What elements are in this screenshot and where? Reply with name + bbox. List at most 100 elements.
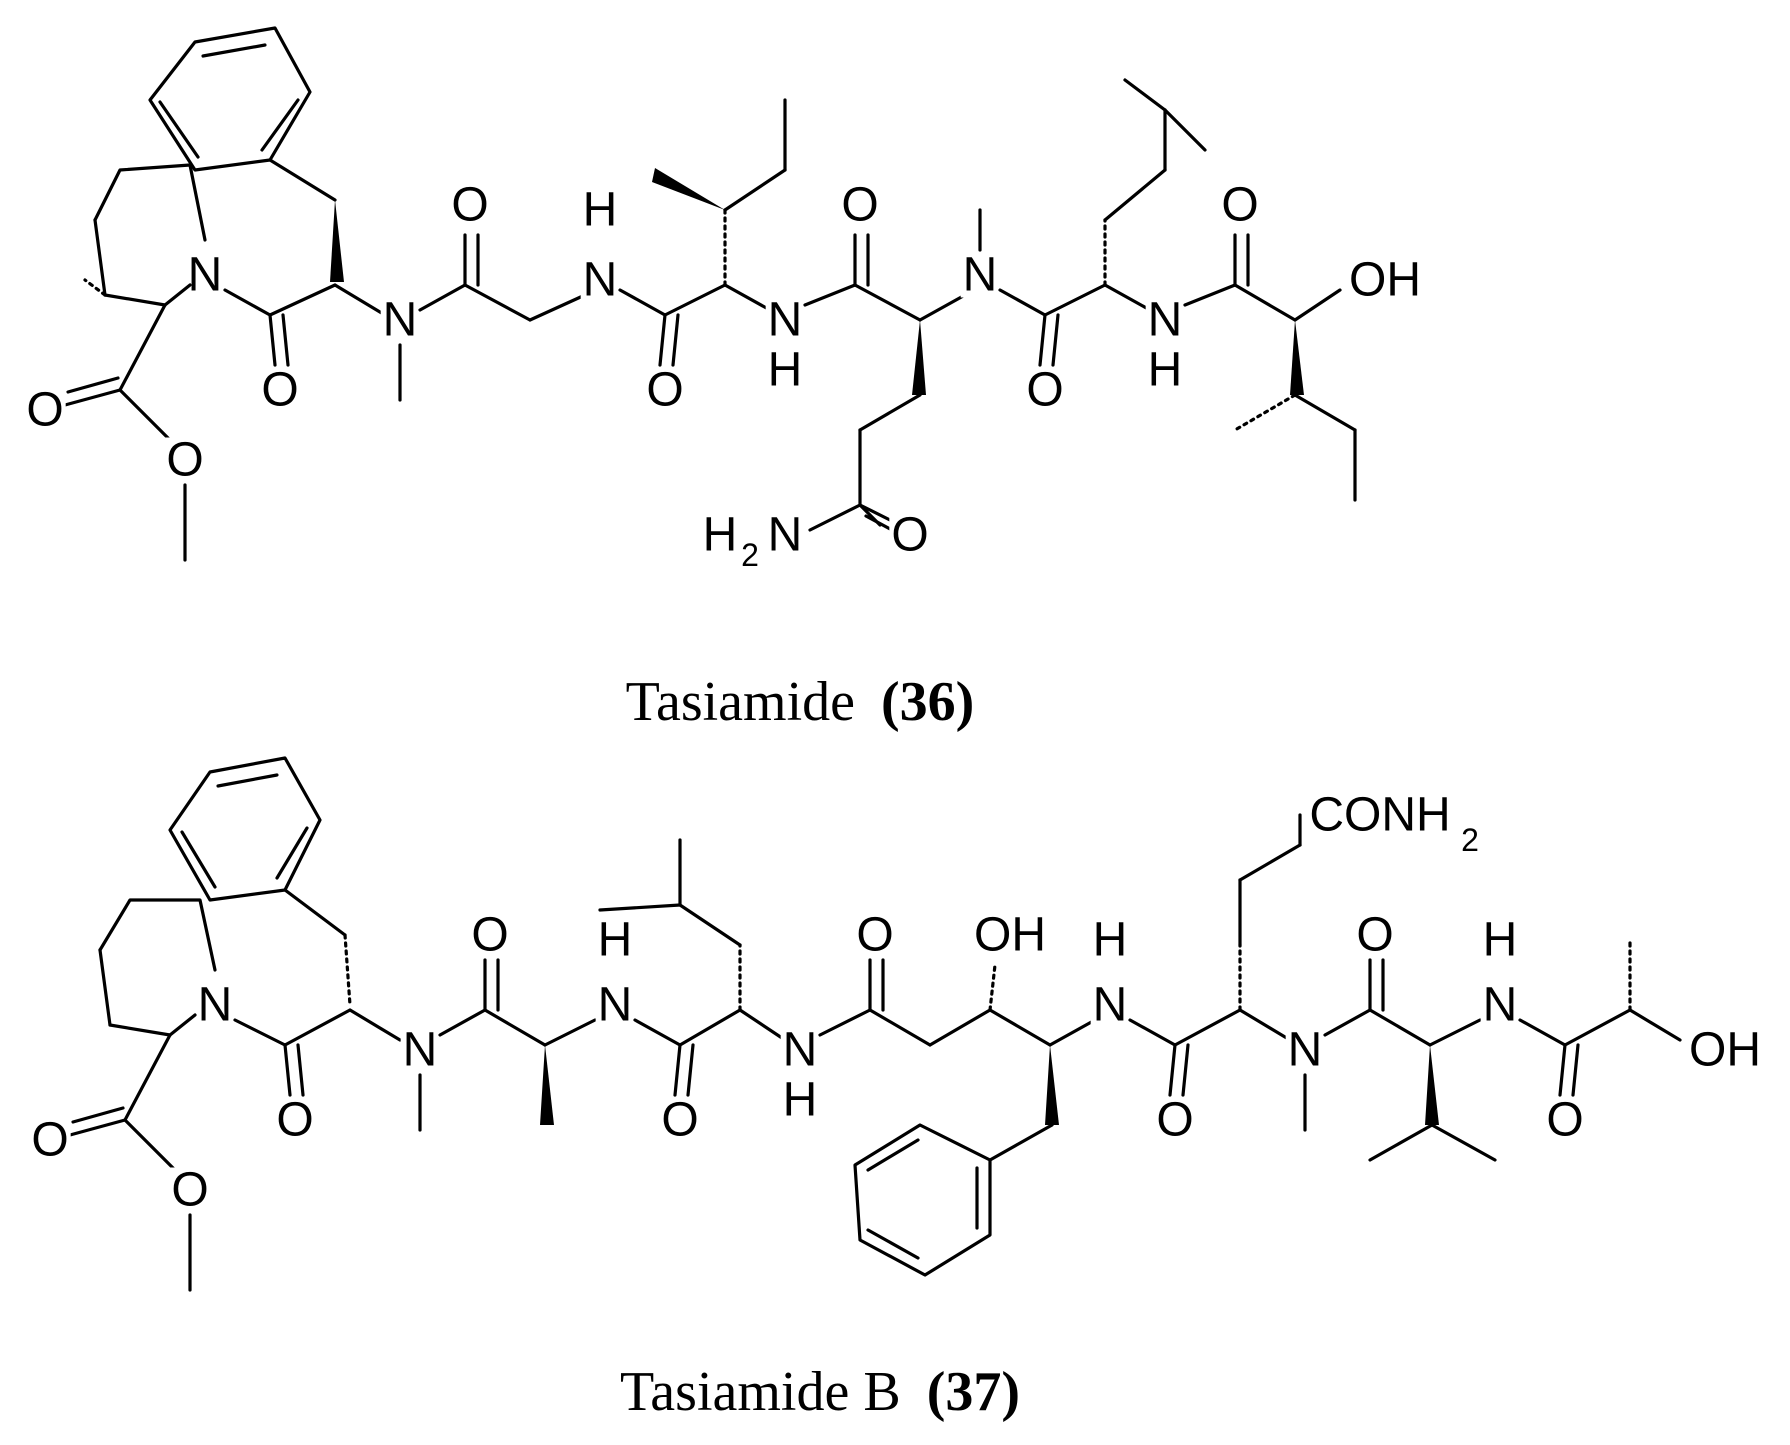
atom-knockout (644, 367, 686, 413)
atom-n: N (383, 294, 418, 347)
atom-knockout (1145, 347, 1185, 393)
structure-tasiamide: N O O O N O N H O (24, 26, 1423, 733)
atom-o: O (856, 909, 893, 962)
atom-knockout (972, 912, 1048, 958)
atom-n: N (403, 1024, 438, 1077)
atom-o: O (661, 1094, 698, 1147)
atom-knockout (595, 917, 635, 963)
atom-knockout (1354, 912, 1396, 958)
atom-knockout (1480, 982, 1520, 1028)
atom-knockout (259, 367, 301, 413)
atom-h: H (768, 344, 803, 397)
atom-knockout (1459, 826, 1481, 854)
atom-knockout (765, 347, 805, 393)
atom-h: H (783, 1074, 818, 1127)
atom-knockout (1090, 982, 1130, 1028)
atom-knockout (380, 297, 420, 343)
atom-o: O (1356, 909, 1393, 962)
atom-h: H (598, 914, 633, 967)
atom-o: O (646, 364, 683, 417)
hash-bond (988, 963, 997, 1012)
atom-knockout (1285, 1027, 1325, 1073)
atom-o: O (451, 179, 488, 232)
compound-number: (36) (881, 671, 974, 733)
subscript-2: 2 (741, 537, 759, 573)
atom-o: O (891, 509, 928, 562)
atom-knockout (854, 912, 896, 958)
proline-ring (98, 898, 217, 1037)
benzene-ring (853, 1123, 992, 1277)
atom-n: N (783, 1024, 818, 1077)
hash-bond (1233, 393, 1297, 432)
atom-knockout (274, 1097, 316, 1143)
atom-o: O (1156, 1094, 1193, 1147)
atom-knockout (1480, 917, 1520, 963)
atom-n: N (188, 249, 223, 302)
wedge-bond (1425, 1045, 1439, 1125)
atom-knockout (580, 257, 620, 303)
wedge-bond (540, 1045, 554, 1125)
atom-o: O (276, 1094, 313, 1147)
compound-name: Tasiamide (626, 671, 855, 733)
atom-knockout (469, 912, 511, 958)
atom-knockout (185, 252, 225, 298)
atom-o: O (1221, 179, 1258, 232)
atom-knockout (659, 1097, 701, 1143)
atom-o: O (26, 384, 63, 437)
hash-bond (343, 933, 352, 1007)
atom-knockout (1090, 917, 1130, 963)
atom-knockout (400, 1027, 440, 1073)
atom-knockout (780, 1077, 820, 1123)
atom-n: N (1148, 294, 1183, 347)
structure-tasiamide-b: N O O O N O N H O (29, 756, 1763, 1423)
atom-h: H (1148, 344, 1183, 397)
atom-conh: CONH (1309, 789, 1450, 842)
atom-knockout (164, 437, 206, 483)
atom-o: O (841, 179, 878, 232)
atom-knockout (24, 387, 66, 433)
atom-n: N (598, 979, 633, 1032)
wedge-bond (1045, 1045, 1059, 1125)
atom-knockout (595, 982, 635, 1028)
atom-h: H (1483, 914, 1518, 967)
atom-n: N (768, 509, 803, 562)
benzene-ring (148, 26, 312, 172)
atom-knockout (765, 297, 805, 343)
wedge-bond (330, 200, 344, 282)
atom-oh: OH (1689, 1024, 1761, 1077)
atom-knockout (1544, 1097, 1586, 1143)
wedge-bond (1290, 320, 1304, 395)
atom-n: N (1483, 979, 1518, 1032)
atom-n: N (583, 254, 618, 307)
atom-o: O (171, 1164, 208, 1217)
atom-knockout (700, 512, 740, 558)
atom-knockout (1024, 367, 1066, 413)
subscript-2: 2 (1461, 822, 1479, 858)
atom-h: H (703, 509, 738, 562)
atom-knockout (739, 541, 761, 569)
compound-number: (37) (927, 1361, 1020, 1423)
atom-n: N (1093, 979, 1128, 1032)
atom-knockout (169, 1167, 211, 1213)
atom-knockout (1307, 792, 1453, 838)
atom-knockout (29, 1117, 71, 1163)
atom-n: N (768, 294, 803, 347)
wedge-bond (652, 168, 725, 210)
compound-name: Tasiamide B (620, 1361, 901, 1423)
atom-knockout (1219, 182, 1261, 228)
hash-bond (83, 278, 107, 297)
atom-knockout (765, 512, 805, 558)
atom-knockout (889, 512, 931, 558)
benzene-ring (168, 756, 322, 902)
compound-label-37: Tasiamide B (37) (620, 1361, 1020, 1423)
atom-o: O (471, 909, 508, 962)
atom-o: O (1026, 364, 1063, 417)
atom-knockout (580, 187, 620, 233)
atom-o: O (1546, 1094, 1583, 1147)
atom-knockout (1154, 1097, 1196, 1143)
atom-knockout (960, 252, 1000, 298)
atom-oh: OH (1349, 254, 1421, 307)
atom-knockout (449, 182, 491, 228)
